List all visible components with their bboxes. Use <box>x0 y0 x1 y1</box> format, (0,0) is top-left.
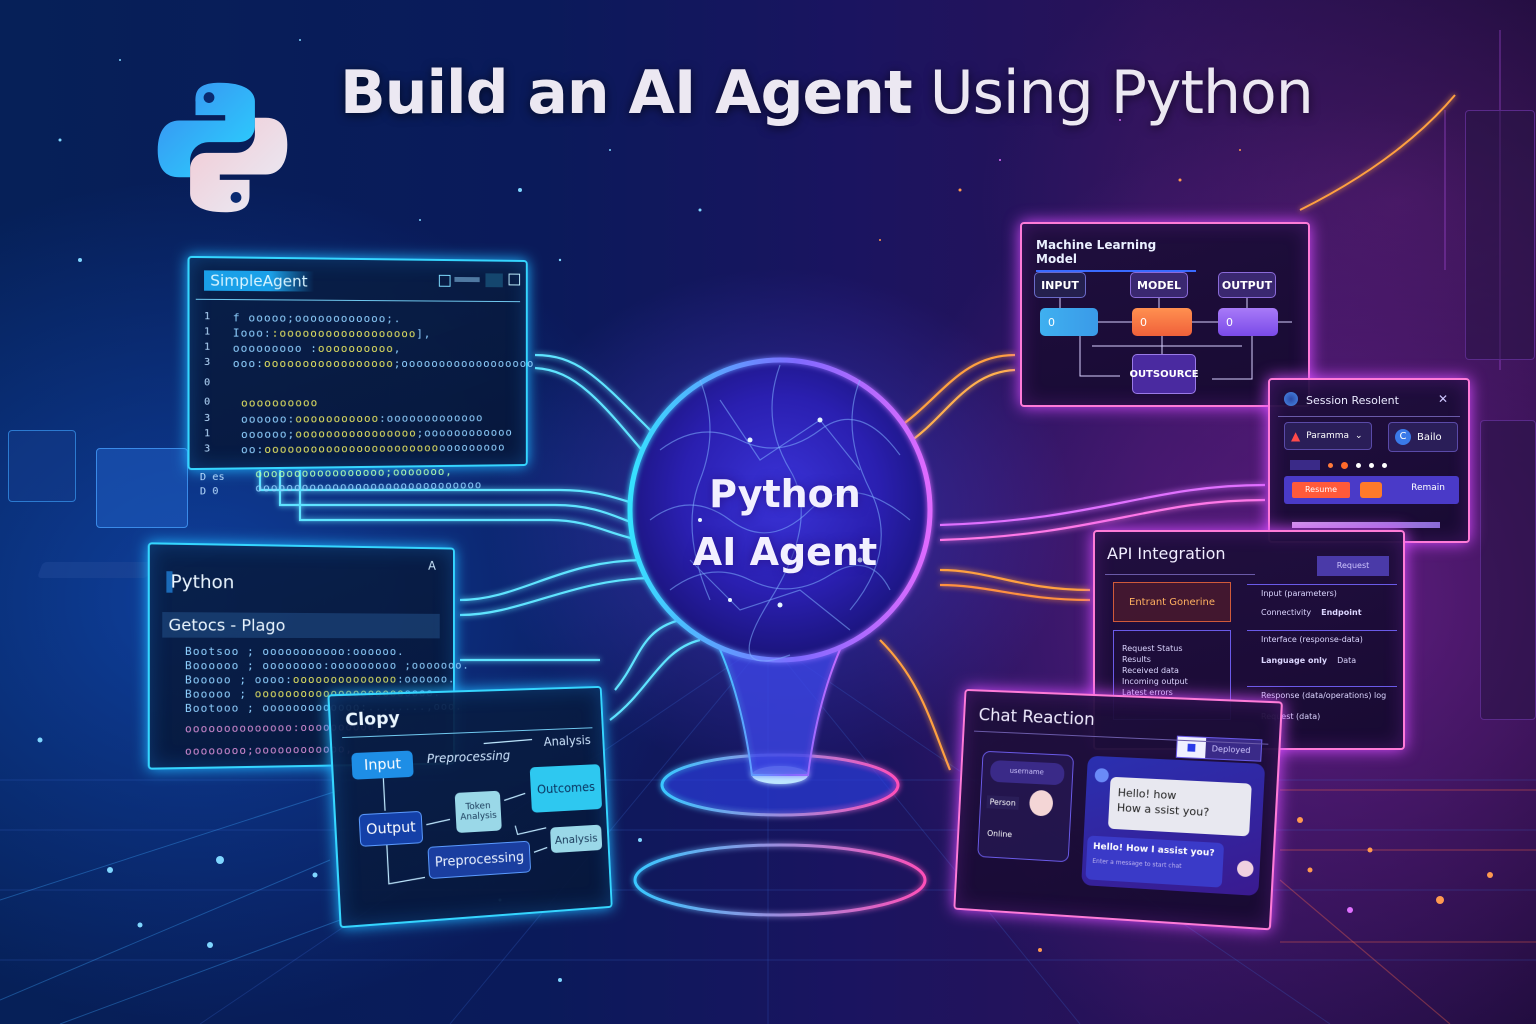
ml-node-model[interactable]: 0 <box>1132 308 1192 336</box>
flow-panel: Clopy Input Preprocessing Analysis Outpu… <box>327 685 615 930</box>
toolbar-settings-icon[interactable] <box>438 274 451 287</box>
panel-subtitle: Getocs - Plago <box>162 612 440 639</box>
person-label: Person <box>986 795 1019 810</box>
panel-title: Chat Reaction <box>978 705 1096 730</box>
title-bold: Build an AI Agent <box>340 58 913 128</box>
chat-messages: Hello! how How a ssist you? Hello! How I… <box>1081 755 1266 896</box>
panel-title: Machine Learning Model <box>1036 238 1196 272</box>
session-icon <box>1284 392 1298 406</box>
bg-monitor <box>96 448 188 528</box>
ml-node-input[interactable]: 0 <box>1040 308 1098 336</box>
refresh-icon: C <box>1395 429 1411 445</box>
brain-label: Python AI Agent <box>660 465 910 581</box>
ml-header-model: MODEL <box>1130 272 1188 298</box>
bg-rack <box>1465 110 1535 360</box>
chevron-down-icon: ⌄ <box>1355 431 1363 441</box>
bot-message: Hello! how How a ssist you? <box>1107 776 1252 837</box>
code-lines: 1 1 1 3 0 0 3 1 3 f ooooo;oooooooooooo;.… <box>199 311 535 498</box>
session-button[interactable]: C Bailo <box>1388 422 1458 452</box>
username-field[interactable]: username <box>989 760 1065 786</box>
session-panel: Session Resolent ✕ ▲ Paramma ⌄ C Bailo R… <box>1268 378 1470 543</box>
brain-label-line2: AI Agent <box>692 530 878 574</box>
session-action-bar: Resume Remain <box>1284 476 1459 504</box>
status-label: Online <box>986 828 1013 840</box>
code-panel-simple-agent: SimpleAgent 1 1 1 3 0 0 3 1 3 f ooooo;oo… <box>187 255 535 498</box>
panel-title: API Integration <box>1107 544 1226 563</box>
remain-link[interactable]: Remain <box>1411 483 1445 493</box>
close-icon[interactable]: ✕ <box>1437 392 1448 406</box>
panel-title: Session Resolent <box>1306 394 1399 407</box>
avatar <box>1028 789 1054 817</box>
ml-model-panel: Machine Learning Model INPUT MODEL OUTPU… <box>1020 222 1310 407</box>
panel-toolbar-label[interactable]: A <box>428 558 436 573</box>
run-button[interactable] <box>485 273 503 288</box>
user-avatar <box>1236 860 1254 878</box>
request-button[interactable]: Request <box>1317 556 1389 576</box>
chat-sidebar: username Person Online <box>977 750 1075 863</box>
resume-button[interactable]: Resume <box>1292 482 1350 498</box>
python-logo-icon <box>157 82 288 213</box>
code-badge <box>1360 482 1382 498</box>
ml-header-output: OUTPUT <box>1218 272 1276 298</box>
user-message: Hello! How I assist you? Enter a message… <box>1085 835 1225 888</box>
ml-node-output[interactable]: 0 <box>1218 308 1278 336</box>
orange-label: Entrant Gonerine <box>1113 582 1231 622</box>
api-row[interactable]: Interface (response-data) <box>1247 630 1397 648</box>
panel-title: SimpleAgent <box>204 270 314 292</box>
close-icon[interactable] <box>508 273 521 286</box>
panel-title: Python <box>166 571 235 594</box>
api-row[interactable]: Input (parameters) <box>1247 584 1397 602</box>
api-row[interactable]: Request (data) <box>1261 712 1321 721</box>
api-row[interactable]: Response (data/operations) log <box>1247 686 1397 704</box>
flow-arrows <box>330 688 615 930</box>
bg-rack <box>1480 420 1536 720</box>
session-dropdown[interactable]: ▲ Paramma ⌄ <box>1284 422 1372 450</box>
ml-node-outsource[interactable]: OUTSOURCE <box>1129 354 1199 394</box>
status-dots <box>1290 460 1387 470</box>
bg-keyboard <box>37 562 153 578</box>
ml-header-input: INPUT <box>1034 272 1086 298</box>
chat-panel: Chat Reaction ■ Deployed username Person… <box>953 688 1283 931</box>
toolbar-label <box>454 276 480 283</box>
ml-connectors <box>1059 298 1292 380</box>
page-title: Build an AI Agent Using Python <box>340 58 1314 128</box>
session-progress <box>1292 522 1440 528</box>
bg-monitor <box>8 430 76 502</box>
warning-icon: ▲ <box>1291 429 1301 443</box>
title-light: Using Python <box>929 58 1314 128</box>
bot-avatar <box>1094 767 1110 783</box>
brain-label-line1: Python <box>709 472 861 516</box>
